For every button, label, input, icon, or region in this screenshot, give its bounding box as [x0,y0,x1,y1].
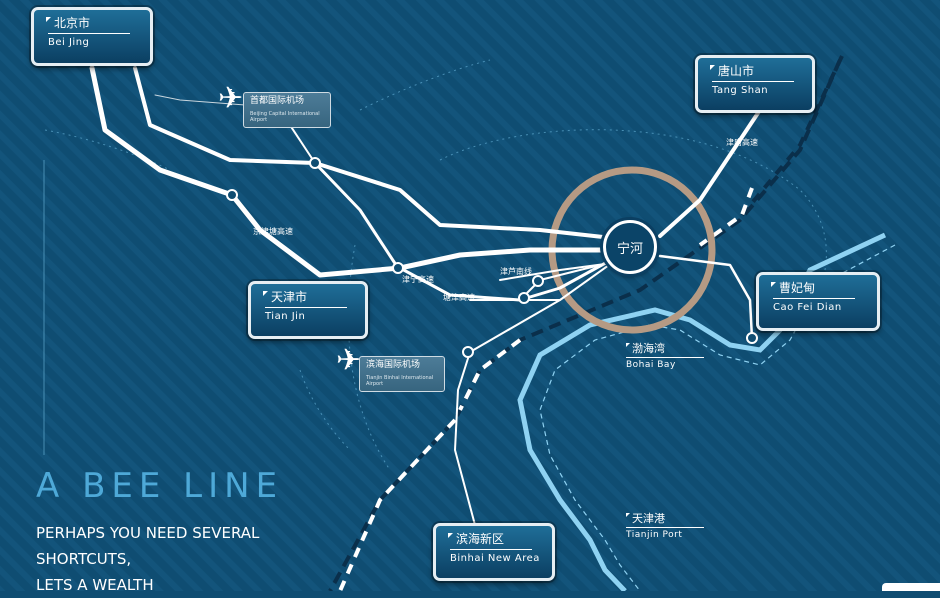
city-name-cn: 天津市 [263,290,355,304]
airport-name-cn: 首都国际机场 [250,96,305,106]
divider [626,357,704,358]
city-box-tianjin[interactable]: 天津市 Tian Jin [248,281,368,339]
area-name-cn: 渤海湾 [626,342,704,355]
center-node-ninghe[interactable]: 宁河 [603,220,657,274]
airplane-icon: ✈ [218,81,244,116]
divider [265,307,347,308]
city-box-binhai[interactable]: 滨海新区 Binhai New Area [433,523,555,581]
area-name-en: Bohai Bay [626,360,676,370]
city-name-cn: 北京市 [46,16,140,30]
highway-label-jingjintang: 京津塘高速 [253,227,293,236]
airport-box-capital[interactable]: 首都国际机场 Beijing Capital International Air… [243,92,331,128]
city-box-caofeidian[interactable]: 曹妃甸 Cao Fei Dian [756,272,880,331]
decorative-arcs [44,59,827,471]
area-label-tianjin-port: 天津港 Tianjin Port [626,512,704,540]
area-name-en: Tianjin Port [626,530,683,540]
center-label: 宁河 [616,241,643,257]
city-name-en: Cao Fei Dian [773,302,842,313]
city-name-en: Binhai New Area [450,553,540,564]
city-box-beijing[interactable]: 北京市 Bei Jing [31,7,153,66]
city-name-cn: 曹妃甸 [771,281,867,295]
area-label-bohai-bay: 渤海湾 Bohai Bay [626,342,704,370]
divider [712,81,794,82]
corner-logo [882,583,940,591]
highway-label-tangjin: 塘津高速 [443,293,475,302]
city-box-tangshan[interactable]: 唐山市 Tang Shan [695,55,815,113]
coastline [517,232,896,591]
tagline: PERHAPS YOU NEED SEVERAL SHORTCUTS, LETS… [36,520,259,598]
junction-dots [226,157,758,358]
airplane-icon: ✈ [336,343,362,378]
city-name-en: Bei Jing [48,37,90,48]
city-name-en: Tian Jin [265,311,306,322]
area-name-cn: 天津港 [626,512,704,525]
city-name-cn: 滨海新区 [448,532,542,546]
tagline-line: PERHAPS YOU NEED SEVERAL [36,524,260,542]
tagline-line: LETS A WEALTH [36,576,154,594]
city-name-en: Tang Shan [712,85,769,96]
airport-name-cn: 滨海国际机场 [366,360,421,370]
highway-label-jinning: 津宁高速 [402,275,434,284]
highway-label-jintang: 津唐高速 [726,138,758,147]
airport-name-en: Tianjin Binhai International Airport [366,375,434,387]
city-name-cn: 唐山市 [710,64,802,78]
highway-label-jinlunan: 津芦南线 [500,267,532,276]
divider [773,298,855,299]
divider [48,33,130,34]
divider [626,527,704,528]
tagline-line: SHORTCUTS, [36,550,132,568]
airport-name-en: Beijing Capital International Airport [250,111,320,123]
headline: A BEE LINE [36,466,284,506]
divider [450,549,532,550]
airport-box-binhai[interactable]: 滨海国际机场 Tianjin Binhai International Airp… [359,356,445,392]
